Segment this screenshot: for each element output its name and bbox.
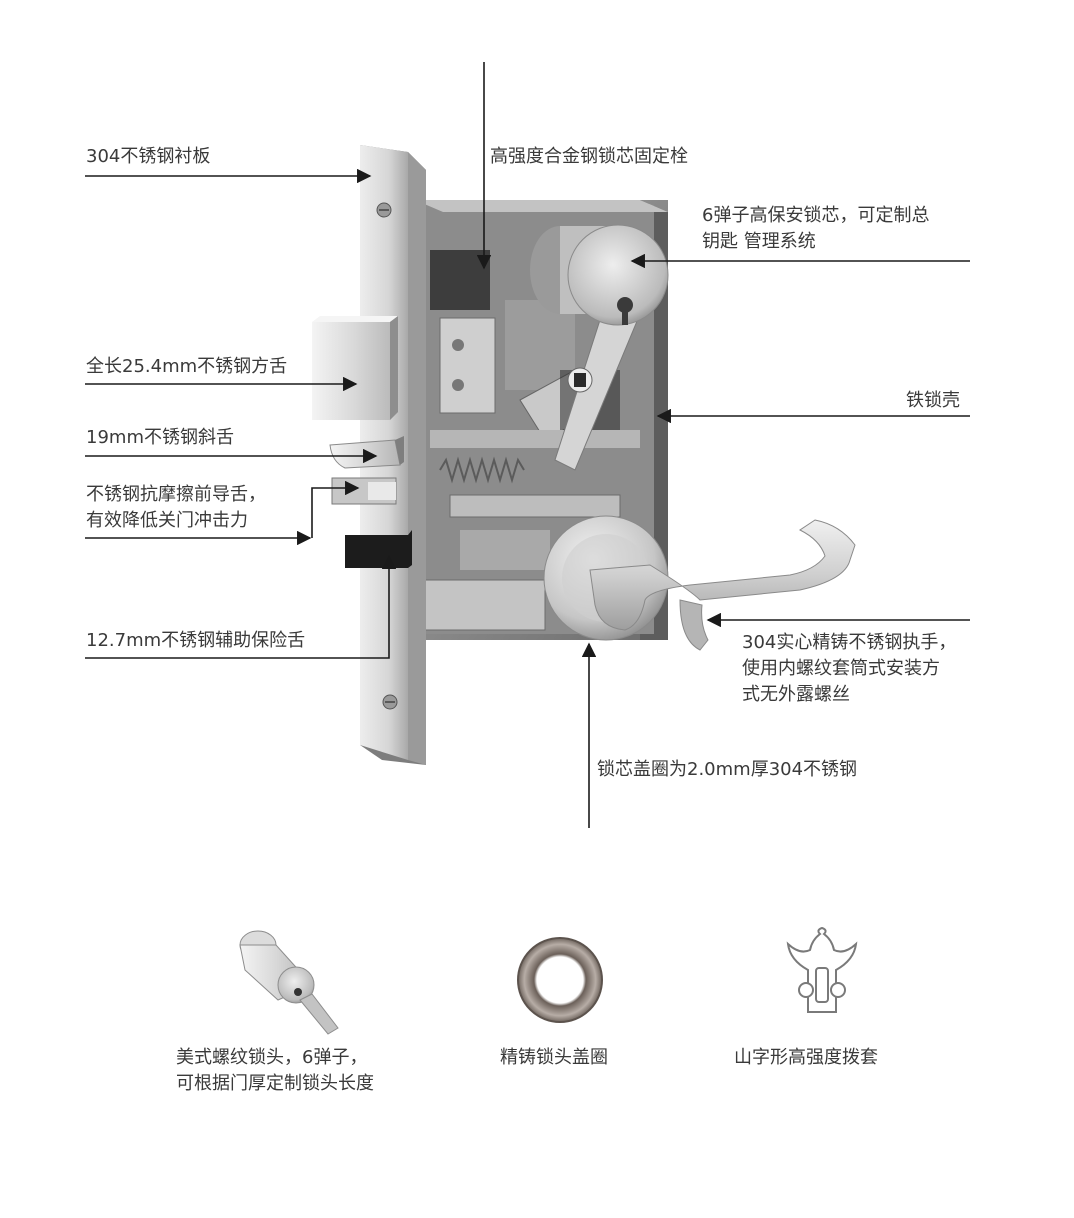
callout-cylinder: 6弹子高保安锁芯，可定制总 钥匙 管理系统 (702, 203, 929, 255)
part-cylinder-caption-line-1: 美式螺纹锁头，6弹子， (176, 1047, 368, 1068)
callout-rose: 锁芯盖圈为2.0mm厚304不锈钢 (597, 757, 857, 783)
callout-cylinder-line-1: 6弹子高保安锁芯，可定制总 (702, 205, 930, 226)
callout-latch-text: 19mm不锈钢斜舌 (86, 427, 234, 448)
part-cylinder-caption: 美式螺纹锁头，6弹子， 可根据门厚定制锁头长度 (176, 1045, 374, 1097)
callout-safety-tongue: 12.7mm不锈钢辅助保险舌 (86, 628, 305, 654)
callout-lines (85, 62, 970, 828)
deadbolt (312, 316, 398, 420)
callout-handle-line-3: 式无外露螺丝 (742, 684, 850, 705)
callout-handle-line-1: 304实心精铸不锈钢执手， (742, 632, 957, 653)
leader-safety-tongue (85, 554, 397, 659)
part-ring-caption-text: 精铸锁头盖圈 (500, 1047, 608, 1068)
callout-guide-tongue-line-1: 不锈钢抗摩擦前导舌， (86, 484, 266, 505)
callout-cylinder-pin: 高强度合金钢锁芯固定栓 (490, 144, 688, 170)
callout-deadbolt: 全长25.4mm不锈钢方舌 (86, 354, 287, 380)
callout-housing-text: 铁锁壳 (906, 390, 960, 411)
part-cam-caption-text: 山字形高强度拨套 (734, 1047, 878, 1068)
callout-faceplate-text: 304不锈钢衬板 (86, 146, 211, 167)
callout-deadbolt-text: 全长25.4mm不锈钢方舌 (86, 356, 288, 377)
part-cylinder-caption-line-2: 可根据门厚定制锁头长度 (176, 1073, 374, 1094)
callout-guide-tongue-line-2: 有效降低关门冲击力 (86, 510, 248, 531)
callout-faceplate: 304不锈钢衬板 (86, 144, 210, 170)
lock-cylinder (530, 224, 669, 326)
part-ring-caption: 精铸锁头盖圈 (500, 1045, 608, 1071)
spring (439, 456, 525, 484)
callout-cylinder-pin-text: 高强度合金钢锁芯固定栓 (490, 146, 688, 167)
callout-latch: 19mm不锈钢斜舌 (86, 425, 234, 451)
part-ring-illustration (517, 937, 603, 1023)
part-cam-caption: 山字形高强度拨套 (734, 1045, 878, 1071)
callout-handle: 304实心精铸不锈钢执手， 使用内螺纹套筒式安装方 式无外露螺丝 (742, 630, 956, 708)
callout-handle-line-2: 使用内螺纹套筒式安装方 (742, 658, 940, 679)
part-cam-illustration (786, 926, 858, 1013)
guide-tongue (331, 477, 397, 505)
callout-guide-tongue: 不锈钢抗摩擦前导舌， 有效降低关门冲击力 (86, 482, 266, 534)
callout-housing: 铁锁壳 (906, 388, 960, 414)
callout-rose-text: 锁芯盖圈为2.0mm厚304不锈钢 (597, 759, 858, 780)
leader-guide-tongue (311, 480, 360, 538)
handle-assembly (543, 515, 856, 651)
safety-tongue (345, 530, 412, 568)
callout-cylinder-line-2: 钥匙 管理系统 (702, 231, 816, 252)
part-cylinder-illustration (239, 930, 339, 1035)
callout-safety-tongue-text: 12.7mm不锈钢辅助保险舌 (86, 630, 306, 651)
